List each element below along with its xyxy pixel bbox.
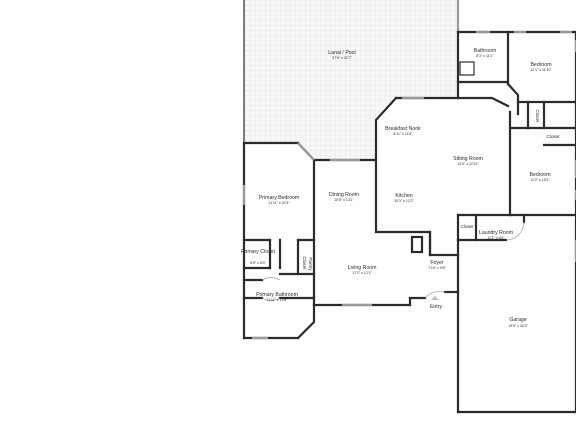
- breakfast-nook-label: Breakfast Nook: [385, 126, 421, 132]
- living-room-label: Living Room: [348, 265, 377, 271]
- closet-right-v-label: Closet: [535, 109, 540, 123]
- bedroom-top-dim: 12'1" x 11'10": [530, 68, 552, 72]
- closet-right-h-label: Closet: [546, 134, 560, 139]
- entry-arrow-icon: [431, 296, 439, 300]
- laundry-room-label: Laundry Room: [479, 230, 513, 236]
- breakfast-nook-dim: 8'11" x 11'6": [393, 132, 413, 136]
- garage-label: Garage: [509, 317, 526, 323]
- primary-bathroom-dim: 11'11" x 12'8": [266, 298, 288, 302]
- pantry-label: Pantry: [308, 257, 313, 271]
- windows: [242, 30, 576, 340]
- living-room-dim: 17'2" x 12'1": [352, 271, 372, 275]
- bedroom-right-dim: 11'0" x 15'1": [530, 178, 550, 182]
- bathroom-dim: 8'3" x 11'1": [476, 54, 494, 58]
- primary-closet-label: Primary Closet: [241, 249, 276, 255]
- lanai-dim: 37'6" x 32'7": [332, 56, 352, 60]
- primary-closet-dim: 5'6" x 6'0": [250, 261, 266, 265]
- bathroom-label: Bathroom: [474, 48, 497, 54]
- closet-vertical-label: Closet: [302, 256, 307, 270]
- dining-room-label: Dining Room: [329, 192, 359, 198]
- bedroom-right-label: Bedroom: [529, 172, 550, 178]
- primary-bathroom-label: Primary Bathroom: [256, 292, 298, 298]
- foyer-label: Foyer: [430, 260, 444, 266]
- kitchen-dim: 10'3" x 12'2": [394, 199, 414, 203]
- lanai-area: [243, 0, 460, 160]
- dining-room-dim: 10'8" x 13'1": [334, 198, 354, 202]
- doors: [261, 221, 525, 301]
- primary-bedroom-dim: 11'11" x 22'4": [268, 201, 290, 205]
- sitting-room-label: Sitting Room: [453, 156, 483, 162]
- garage-dim: 19'0" x 34'3": [508, 324, 528, 328]
- foyer-dim: 7'10" x 9'8": [428, 266, 446, 270]
- laundry-room-dim: 11'1" x 6'4": [487, 236, 505, 240]
- sitting-room-dim: 14'0" x 22'11": [457, 162, 479, 166]
- kitchen-label: Kitchen: [395, 193, 412, 199]
- room-labels: Lanai / Pool 37'6" x 32'7" Bathroom 8'3"…: [241, 48, 560, 328]
- closet-small-label: Closet: [460, 224, 474, 229]
- bedroom-top-label: Bedroom: [530, 62, 551, 68]
- primary-bedroom-label: Primary Bedroom: [259, 195, 299, 201]
- entry-label: Entry: [430, 304, 443, 310]
- lanai-label: Lanai / Pool: [328, 50, 355, 56]
